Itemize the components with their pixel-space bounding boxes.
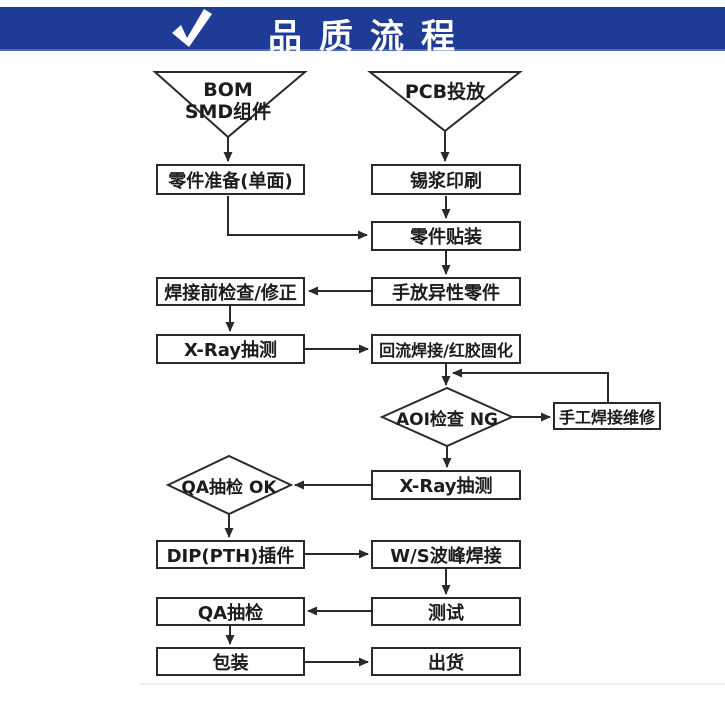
- connector-prep-to-placement: [227, 196, 368, 240]
- check-icon: [172, 9, 212, 47]
- title-bar-accent: [0, 49, 725, 51]
- page-title: 品质流程: [268, 19, 472, 56]
- node-pack: 包装: [156, 647, 305, 676]
- node-part-placement: 零件贴装: [371, 221, 521, 251]
- node-pre-solder-check: 焊接前检查/修正: [156, 277, 305, 306]
- pcb-triangle-shape: [367, 71, 523, 133]
- photo-edge-line: [140, 683, 725, 685]
- bom-triangle-shape: [152, 71, 308, 139]
- node-xray-test-1: X-Ray抽测: [156, 334, 305, 364]
- node-xray-test-2: X-Ray抽测: [371, 470, 521, 500]
- node-test: 测试: [371, 597, 521, 626]
- node-dip-insert: DIP(PTH)插件: [156, 540, 305, 569]
- node-solder-print: 锡浆印刷: [371, 164, 521, 195]
- node-part-prep: 零件准备(单面): [156, 164, 305, 195]
- node-manual-place: 手放异性零件: [371, 277, 521, 306]
- connector-repair-feedback: [452, 368, 609, 402]
- node-qa-sample: QA抽检: [156, 597, 305, 626]
- node-reflow-cure: 回流焊接/红胶固化: [371, 334, 521, 364]
- node-wave-solder: W/S波峰焊接: [371, 540, 521, 569]
- qa-diamond-shape: [165, 454, 294, 516]
- node-manual-repair: 手工焊接维修: [553, 402, 661, 430]
- aoi-diamond-shape: [379, 386, 515, 448]
- node-ship: 出货: [371, 647, 521, 676]
- title-bar: [0, 7, 725, 49]
